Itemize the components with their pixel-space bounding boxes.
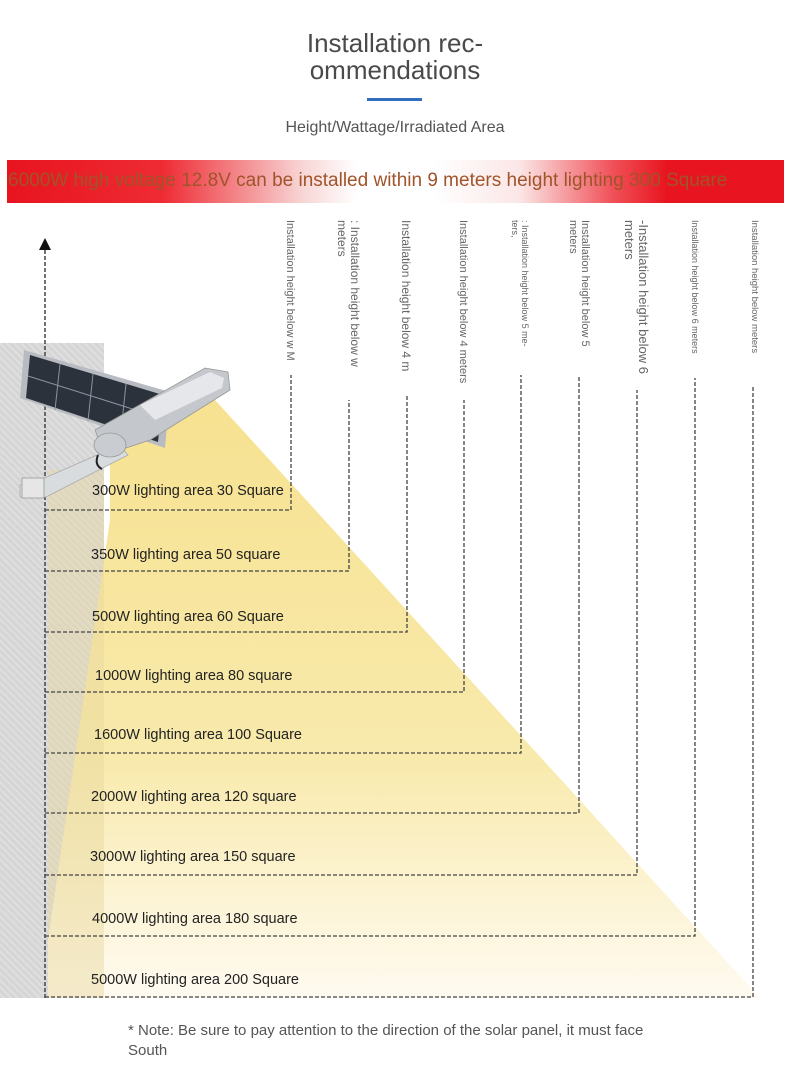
level-label: 300W lighting area 30 Square [92, 483, 284, 499]
title-line-2: ommendations [309, 55, 481, 85]
level-label: 500W lighting area 60 Square [92, 609, 284, 625]
height-label: Installation height below meters [749, 220, 760, 354]
subtitle: Height/Wattage/Irradiated Area [285, 119, 505, 136]
height-label: Installation height below 6 meters [690, 220, 700, 354]
height-label: -Installation height below 6 meters [622, 220, 651, 374]
level-label: 5000W lighting area 200 Square [91, 972, 299, 988]
level-label: 1600W lighting area 100 Square [94, 727, 302, 743]
page-title: Installation rec- ommendations [0, 30, 790, 84]
arrow-up-icon [39, 238, 51, 250]
banner [7, 160, 784, 203]
dashed-guides [45, 375, 754, 998]
title-line-1: Installation rec- [306, 28, 484, 58]
level-label: 2000W lighting area 120 square [91, 789, 297, 805]
height-label: : Installation height below w meters [335, 220, 362, 367]
level-label: 3000W lighting area 150 square [90, 849, 296, 865]
height-label: : Installation height below 5 me- ters, [510, 220, 530, 347]
level-label: 350W lighting area 50 square [91, 547, 281, 563]
solar-street-light-icon [19, 350, 231, 499]
height-label: Installation height below 4 meters [457, 220, 469, 384]
banner-text: 6000W high voltage 12.8V can be installe… [8, 170, 728, 191]
height-label: Installation height below 4 m [399, 220, 413, 372]
level-label: 1000W lighting area 80 square [95, 668, 293, 684]
light-beam [48, 400, 760, 998]
level-label: 4000W lighting area 180 square [92, 911, 298, 927]
height-label: Installation height below w M [284, 220, 296, 361]
footer-note: * Note: Be sure to pay attention to the … [128, 1022, 644, 1059]
title-underline [367, 98, 422, 101]
height-label: Installation height below 5 meters [567, 220, 591, 347]
